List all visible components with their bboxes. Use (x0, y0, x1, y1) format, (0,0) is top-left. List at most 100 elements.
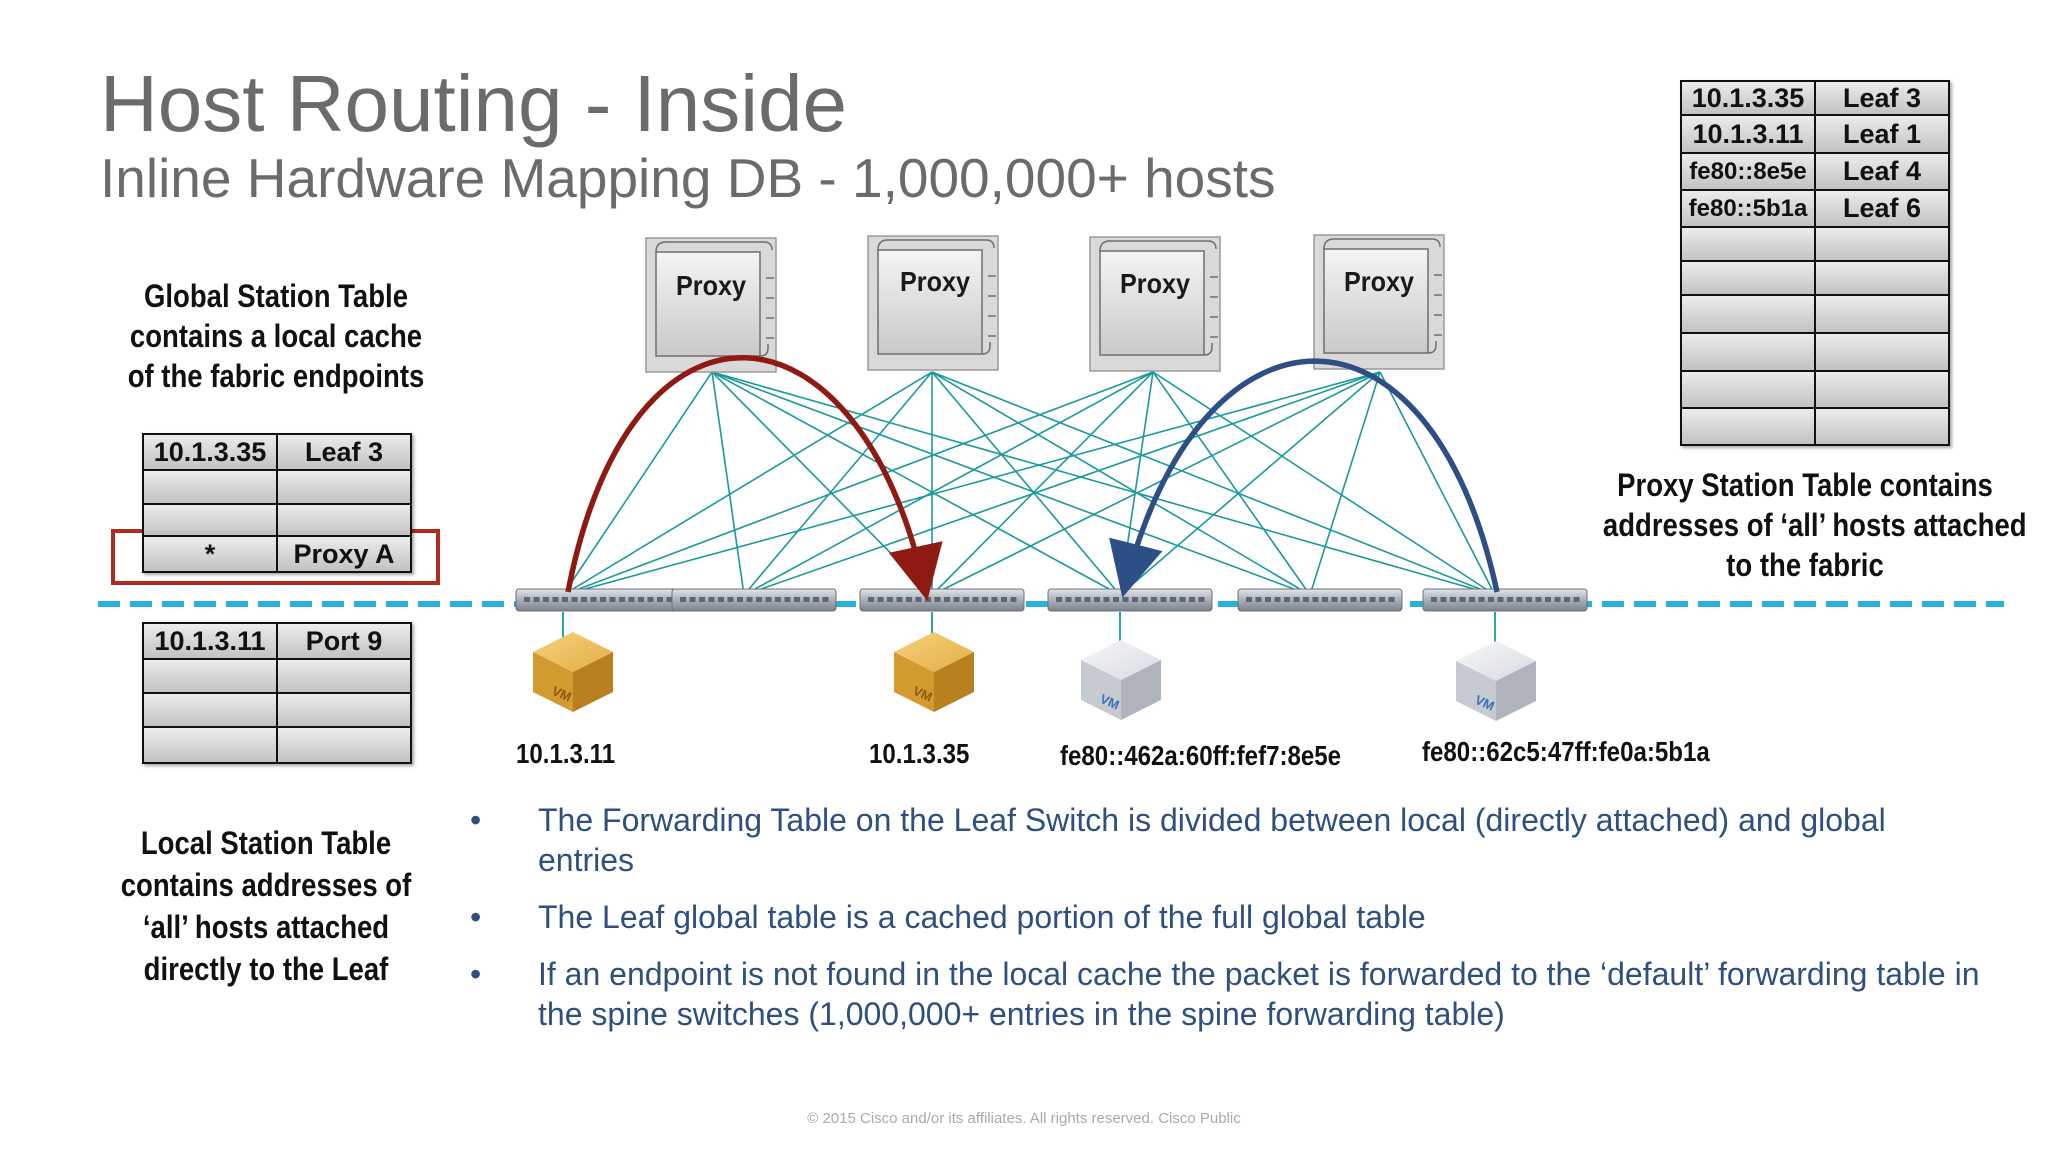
table-cell (1815, 295, 1949, 333)
table-row (1681, 333, 1949, 371)
proxy-scroll-icon (646, 238, 776, 372)
fabric-link (712, 372, 1495, 595)
table-cell: * (143, 536, 277, 572)
local-station-table: 10.1.3.11 Port 9 (142, 622, 412, 764)
host-address-label: fe80::62c5:47ff:fe0a:5b1a (1422, 736, 1710, 768)
table-row (143, 504, 411, 536)
table-cell (1815, 227, 1949, 261)
bullet-text: The Forwarding Table on the Leaf Switch … (538, 802, 1886, 878)
table-row (1681, 408, 1949, 445)
global-station-table: 10.1.3.35 Leaf 3 * Proxy A (142, 433, 412, 573)
bullet-list: • The Forwarding Table on the Leaf Switc… (470, 800, 1990, 1051)
proxy-scroll-icon (1090, 237, 1220, 371)
table-cell: Leaf 6 (1815, 190, 1949, 227)
fabric-link (712, 372, 744, 595)
leaf-switch (516, 589, 680, 611)
proxy-label: Proxy (676, 270, 746, 302)
fabric-links (563, 372, 1495, 595)
table-cell (143, 470, 277, 504)
table-cell (1681, 295, 1815, 333)
fabric-link (1380, 372, 1495, 595)
fabric-link (563, 372, 1380, 595)
fabric-link (563, 372, 712, 595)
proxy-station-caption: Proxy Station Table contains addresses o… (1603, 465, 2007, 585)
table-row: fe80::8e5e Leaf 4 (1681, 153, 1949, 190)
leaf-switch (1048, 589, 1212, 611)
table-cell (277, 693, 411, 727)
table-cell: Port 9 (277, 623, 411, 659)
table-cell: 10.1.3.11 (143, 623, 277, 659)
list-item: • If an endpoint is not found in the loc… (470, 954, 1990, 1034)
table-cell: fe80::5b1a (1681, 190, 1815, 227)
fabric-link (563, 372, 1153, 595)
table-row (143, 727, 411, 763)
host-address-label: fe80::462a:60ff:fef7:8e5e (1060, 740, 1341, 772)
leaf-switches (516, 589, 1587, 611)
proxy-label: Proxy (1120, 268, 1190, 300)
leaf-switch (1423, 589, 1587, 611)
copyright-footer: © 2015 Cisco and/or its affiliates. All … (0, 1110, 2048, 1127)
vm-icon: VM (894, 632, 974, 712)
red-forwarding-arc (568, 358, 925, 592)
table-cell (1815, 261, 1949, 295)
table-cell (277, 659, 411, 693)
table-cell (277, 470, 411, 504)
fabric-link (1120, 372, 1380, 595)
fabric-link (712, 372, 932, 595)
table-cell (1681, 333, 1815, 371)
table-cell (277, 727, 411, 763)
fabric-link (932, 372, 1380, 595)
vm-icon: VM (1456, 641, 1536, 721)
proxy-label: Proxy (900, 266, 970, 298)
table-cell: Leaf 3 (277, 434, 411, 470)
leaf-switch (860, 589, 1024, 611)
table-row: * Proxy A (143, 536, 411, 572)
table-cell (143, 693, 277, 727)
table-cell (277, 504, 411, 536)
fabric-link (1120, 372, 1153, 595)
table-cell (143, 659, 277, 693)
table-row: 10.1.3.35 Leaf 3 (1681, 81, 1949, 115)
table-cell (1815, 333, 1949, 371)
global-station-caption: Global Station Table contains a local ca… (121, 276, 431, 396)
bullet-symbol: • (470, 954, 481, 994)
host-address-label: 10.1.3.35 (869, 738, 969, 770)
leaf-switch (672, 589, 836, 611)
table-cell: Leaf 4 (1815, 153, 1949, 190)
fabric-link (1153, 372, 1495, 595)
proxy-scroll-icon (868, 236, 998, 370)
fabric-link (563, 372, 932, 595)
table-row: 10.1.3.11 Port 9 (143, 623, 411, 659)
bullet-symbol: • (470, 800, 481, 840)
table-cell: 10.1.3.35 (1681, 81, 1815, 115)
list-item: • The Leaf global table is a cached port… (470, 897, 1990, 937)
bullet-symbol: • (470, 897, 481, 937)
table-row (1681, 371, 1949, 408)
bullet-text: The Leaf global table is a cached portio… (538, 899, 1426, 935)
table-cell (143, 504, 277, 536)
proxy-label: Proxy (1344, 266, 1414, 298)
table-row (143, 659, 411, 693)
table-cell: Leaf 3 (1815, 81, 1949, 115)
fabric-link (932, 372, 1310, 595)
table-row (1681, 261, 1949, 295)
list-item: • The Forwarding Table on the Leaf Switc… (470, 800, 1990, 880)
table-row: fe80::5b1a Leaf 6 (1681, 190, 1949, 227)
proxy-station-table: 10.1.3.35 Leaf 3 10.1.3.11 Leaf 1 fe80::… (1680, 80, 1950, 446)
table-row (1681, 227, 1949, 261)
table-cell: 10.1.3.11 (1681, 115, 1815, 153)
bullet-text: If an endpoint is not found in the local… (538, 956, 1980, 1032)
local-station-caption: Local Station Table contains addresses o… (120, 822, 412, 990)
proxy-scroll-icon (1314, 235, 1444, 369)
table-cell (1681, 261, 1815, 295)
table-cell: Proxy A (277, 536, 411, 572)
spine-proxies (646, 235, 1444, 372)
table-row (1681, 295, 1949, 333)
table-row (143, 470, 411, 504)
fabric-link (1310, 372, 1380, 595)
host-address-label: 10.1.3.11 (516, 738, 615, 770)
table-cell: Leaf 1 (1815, 115, 1949, 153)
table-row: 10.1.3.35 Leaf 3 (143, 434, 411, 470)
table-cell (143, 727, 277, 763)
